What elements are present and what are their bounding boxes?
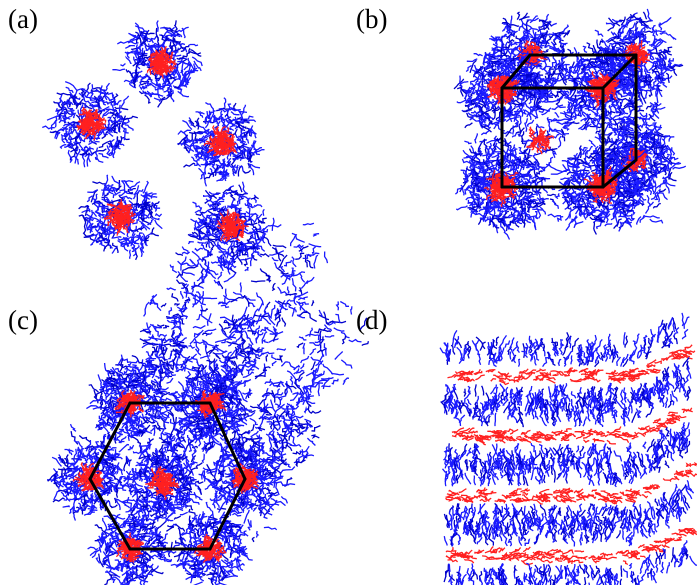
micelle-b-front-3 xyxy=(454,142,549,240)
lamella-d-1 xyxy=(439,312,696,417)
lamella-d-2 xyxy=(440,372,693,477)
panel-b-label: (b) xyxy=(356,4,388,34)
micelle-a-4 xyxy=(78,174,163,261)
micelle-a-1 xyxy=(112,20,203,108)
cylinder-end-c-2 xyxy=(165,365,253,441)
panel-c-label: (c) xyxy=(8,305,38,335)
micelle-a-2 xyxy=(42,80,138,168)
cylinder-end-c-3 xyxy=(205,435,282,524)
cube-frame xyxy=(500,53,638,189)
panel-d-label: (d) xyxy=(356,305,388,335)
hexagon-frame xyxy=(88,401,247,551)
panel-a-label: (a) xyxy=(8,4,38,34)
cylinder-end-c-6 xyxy=(46,439,137,521)
micelle-b-front-1 xyxy=(453,43,554,136)
cylinder-end-c-7 xyxy=(123,440,204,523)
lamella-d-4 xyxy=(443,493,697,585)
micelle-a-3 xyxy=(177,97,265,187)
cylinder-end-c-1 xyxy=(88,358,173,444)
micelle-a-5 xyxy=(187,181,282,272)
